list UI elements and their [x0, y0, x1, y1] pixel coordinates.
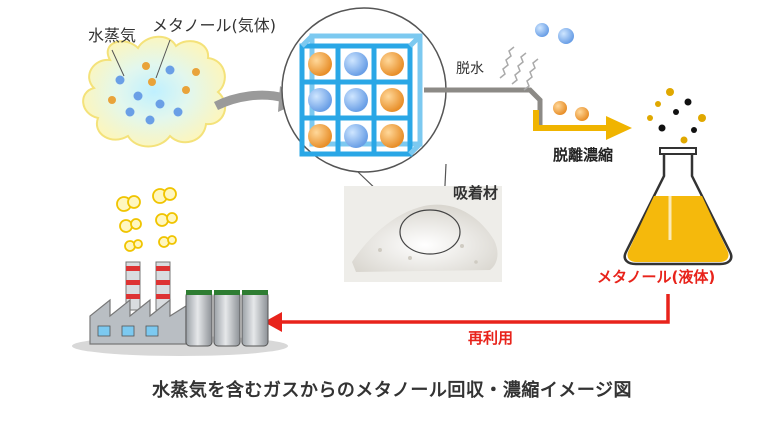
water-release-arrows [499, 46, 539, 91]
dehydration-label: 脱水 [456, 61, 484, 77]
desorption-label: 脱離濃縮 [553, 146, 614, 164]
mof-crystal-icon [281, 7, 447, 173]
reuse-arrow [264, 294, 670, 332]
reuse-label: 再利用 [468, 329, 514, 347]
adsorbent-label: 吸着材 [453, 184, 499, 202]
methanol-molecule [575, 107, 589, 121]
methanol-liquid-label: メタノール(液体) [597, 268, 716, 286]
water-vapor-label: 水蒸気 [88, 26, 137, 45]
factory-icon [72, 187, 288, 356]
flask-icon [623, 88, 733, 266]
methanol-molecule [553, 101, 567, 115]
methanol-gas-label: メタノール(気体) [152, 16, 277, 35]
powder-icon [344, 186, 502, 282]
process-pipe [422, 87, 632, 140]
water-molecule [535, 23, 549, 37]
cloud-icon [82, 35, 227, 148]
water-molecule [558, 28, 574, 44]
figure-caption: 水蒸気を含むガスからのメタノール回収・濃縮イメージ図 [151, 380, 633, 401]
tank-icon [185, 290, 269, 347]
